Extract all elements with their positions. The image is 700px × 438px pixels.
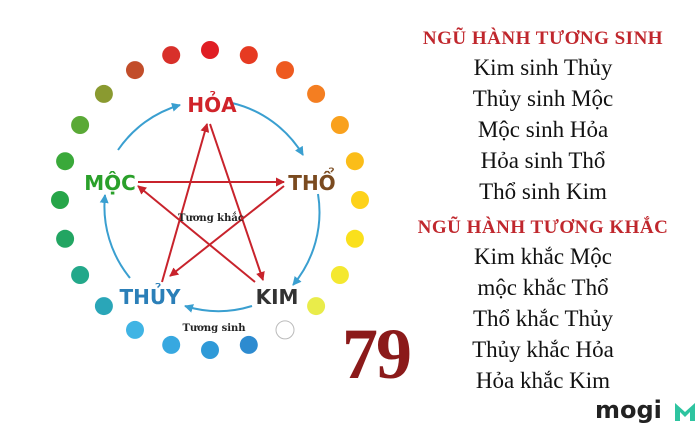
destruction-title: NGŨ HÀNH TƯƠNG KHẮC xyxy=(417,217,669,238)
star-arrow-hoa-kim xyxy=(209,123,265,281)
color-dot xyxy=(201,341,219,359)
destruction-star-arrows xyxy=(137,123,285,283)
element-label-tho: THỔ xyxy=(288,168,335,195)
cycle-arrow-tho-kim xyxy=(292,193,321,286)
cycle-arrow-moc-hoa xyxy=(117,102,181,151)
color-dot xyxy=(239,335,258,354)
cycle-label: Tương sinh xyxy=(182,323,246,334)
destruction-rules: Kim khắc Mộc mộc khắc Thổ Thổ khắc Thủy … xyxy=(408,241,678,396)
generation-rules: Kim sinh Thủy Thủy sinh Mộc Mộc sinh Hỏa… xyxy=(408,52,678,207)
color-dot xyxy=(276,61,294,80)
destruction-rule: mộc khắc Thổ xyxy=(477,275,609,300)
color-dot xyxy=(51,191,69,209)
color-dot xyxy=(330,116,349,134)
color-dot xyxy=(345,152,364,171)
color-dot xyxy=(162,46,181,65)
color-dot xyxy=(162,335,181,354)
generation-cycle-arrows xyxy=(99,102,321,313)
color-dot xyxy=(126,320,144,339)
cycle-arrow-thuy-moc xyxy=(99,194,131,279)
color-dot xyxy=(345,229,364,248)
mogi-logo-mark-icon xyxy=(675,403,695,421)
color-dot-ring xyxy=(51,41,369,359)
star-arrow-tho-thuy xyxy=(169,185,285,277)
color-dot xyxy=(275,320,295,340)
color-dot xyxy=(307,297,326,316)
cycle-arrow-hoa-tho xyxy=(231,102,304,156)
destruction-rule: Kim khắc Mộc xyxy=(474,244,612,269)
color-dot xyxy=(71,266,90,284)
color-dot xyxy=(201,41,219,59)
generation-rule: Thổ sinh Kim xyxy=(479,179,607,204)
generation-rule: Mộc sinh Hỏa xyxy=(477,117,609,142)
color-dot xyxy=(56,229,75,248)
destruction-rule: Thổ khắc Thủy xyxy=(472,306,614,331)
generation-title: NGŨ HÀNH TƯƠNG SINH xyxy=(422,28,664,49)
generation-rule: Kim sinh Thủy xyxy=(473,55,613,80)
element-label-moc: MỘC xyxy=(84,171,136,195)
element-label-hoa: HỎA xyxy=(187,92,237,117)
color-dot xyxy=(307,84,326,103)
destruction-rule: Hỏa khắc Kim xyxy=(475,368,611,393)
mogi-logo-text: mogi xyxy=(595,396,662,424)
star-arrow-kim-moc xyxy=(137,185,256,283)
star-arrow-thuy-hoa xyxy=(161,123,210,283)
color-dot xyxy=(239,46,258,65)
cycle-arrow-kim-thuy xyxy=(184,304,253,313)
element-label-thuy: THỦY xyxy=(119,284,181,309)
color-dot xyxy=(71,116,90,134)
center-label: Tương khắc xyxy=(178,212,244,224)
destruction-rule: Thủy khắc Hỏa xyxy=(472,337,614,362)
color-dot xyxy=(56,152,75,171)
generation-rule: Thủy sinh Mộc xyxy=(472,86,614,111)
color-dot xyxy=(330,266,349,284)
generation-rule: Hỏa sinh Thổ xyxy=(480,148,606,173)
element-label-kim: KIM xyxy=(256,285,299,309)
number-79: 79 xyxy=(342,314,412,394)
color-dot xyxy=(351,191,369,209)
color-dot xyxy=(126,61,144,80)
color-dot xyxy=(94,84,113,103)
rules-panel: NGŨ HÀNH TƯƠNG SINH Kim sinh Thủy Thủy s… xyxy=(408,28,678,396)
color-dot xyxy=(94,297,113,316)
